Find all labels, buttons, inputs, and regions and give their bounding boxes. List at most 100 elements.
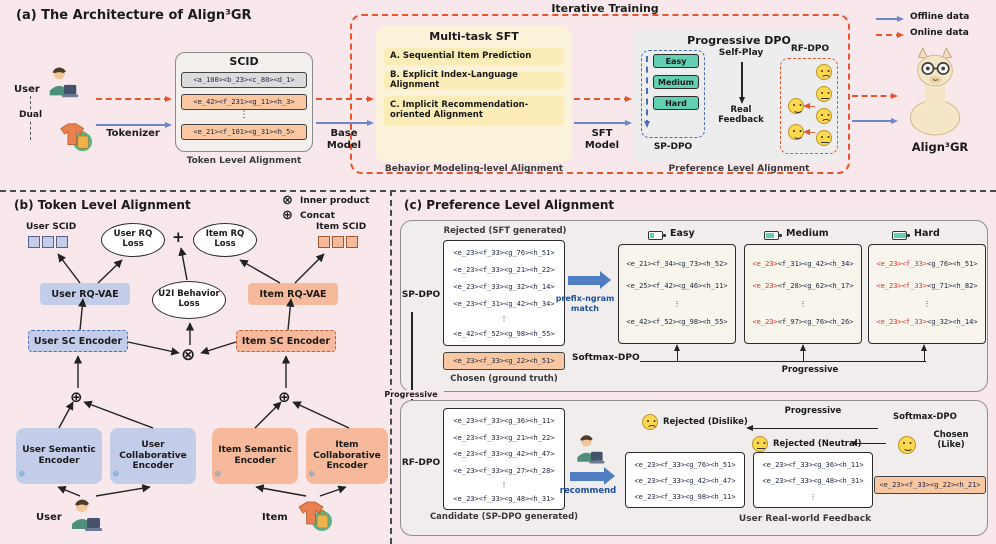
progressive-line: [640, 361, 926, 362]
token-row: <e_23><f_31><g_42><h_34>: [453, 300, 555, 308]
level-medium: Medium: [653, 75, 699, 89]
rejected-token-box: <e_23><f_33><g_76><h_51> <e_23><f_33><g_…: [443, 240, 565, 346]
self-play-label: Self-Play: [718, 48, 764, 58]
item-rq-vae: Item RQ-VAE: [248, 283, 338, 305]
neutral-face-icon: [752, 436, 768, 452]
scid-token: <e_21><f_101><g_31><h_5>: [181, 124, 307, 140]
item-scid-token-square: [318, 236, 330, 248]
token-rest: <e_25><f_42><g_46><h_11>: [626, 282, 728, 290]
dislike-face-icon: [642, 414, 658, 430]
user-rq-loss: User RQ Loss: [101, 223, 165, 257]
token-rest: <e_42><f_52><g_98><h_55>: [626, 318, 728, 326]
recommender-person-icon: [572, 432, 608, 472]
legend-offline-label: Offline data: [910, 12, 970, 22]
token-red: <e_23><f_33>: [876, 260, 927, 268]
item-rq-loss: Item RQ Loss: [193, 223, 257, 257]
recommend-arrow: [570, 467, 615, 485]
panel-b-title: (b) Token Level Alignment: [14, 198, 191, 212]
token-red: <e_23><f_33>: [876, 282, 927, 290]
happy-face-icon: [788, 124, 804, 140]
dual-label: Dual: [17, 110, 45, 120]
user-sc-encoder: User SC Encoder: [28, 330, 128, 352]
token-rest: <g_71><h_82>: [927, 282, 978, 290]
vertical-divider: [390, 190, 392, 544]
token-ellipsis: ⋮: [500, 315, 508, 323]
prefix-ngram-match-label: prefix-ngram match: [555, 294, 615, 313]
offline-flow-arrow-1: [96, 121, 172, 128]
item-sc-encoder: Item SC Encoder: [236, 330, 336, 352]
item-semantic-encoder: Item Semantic Encoder: [212, 428, 298, 484]
horizontal-divider: [0, 190, 996, 192]
level-easy: Easy: [653, 54, 699, 68]
frozen-icon: ❄: [214, 470, 222, 480]
frozen-icon: ❄: [18, 470, 26, 480]
token-red: <e_23><f_33>: [876, 318, 927, 326]
llama-icon: [898, 46, 972, 140]
frozen-icon: ❄: [308, 470, 316, 480]
token-row: <e_23><f_33><g_42><h_47>: [634, 477, 736, 485]
feedback-mini-arrow: [803, 128, 815, 135]
sft-title: Multi-task SFT: [429, 30, 519, 43]
prefix-match-arrow: [568, 271, 611, 289]
token-row: <e_23><f_33><g_98><h_11>: [634, 493, 736, 501]
token-row: <e_23><f_33><g_76><h_51>: [453, 249, 555, 257]
progressive-label-top: Progressive: [781, 365, 839, 375]
token-row: <e_23><f_33><g_27><h_28>: [453, 466, 555, 475]
user-scid-token-square: [28, 236, 40, 248]
online-arrow-icon: [876, 31, 904, 38]
neutral-face-icon: [816, 86, 832, 102]
difficulty-battery-icon: [648, 231, 666, 240]
sft-model-label: SFT Model: [584, 128, 620, 151]
token-row: <e_23><f_33><g_36><h_11>: [453, 417, 555, 425]
dislike-token-box: <e_23><f_33><g_76><h_51> <e_23><f_33><g_…: [625, 452, 745, 508]
easy-token-box: <e_21><f_34><g_73><h_52> <e_25><f_42><g_…: [618, 244, 736, 344]
rejected-dislike-label: Rejected (Dislike): [663, 417, 748, 427]
token-row: <e_23><f_33><g_36><h_11>: [762, 461, 864, 469]
iterative-training-label: Iterative Training: [551, 2, 659, 15]
medium-token-box: <e_23><f_31><g_42><h_34> <e_23><f_28><g_…: [744, 244, 862, 344]
sp-dpo-box: [641, 50, 705, 138]
scid-ellipsis: ⋮: [239, 110, 249, 120]
neutral-token-box: <e_23><f_33><g_36><h_11> <e_23><f_33><g_…: [753, 452, 873, 508]
user-label: User: [14, 84, 40, 95]
base-model-label: Base Model: [326, 128, 362, 151]
hard-label: Hard: [914, 228, 940, 239]
user-icon: [44, 64, 82, 106]
medium-label: Medium: [786, 228, 829, 239]
sad-face-icon: [816, 64, 832, 80]
token-ellipsis: ⋮: [799, 300, 807, 308]
token-row: <e_23><f_33><g_21><h_22>: [453, 433, 555, 442]
sft-box: [376, 26, 572, 162]
progressive-left-arrow: [746, 424, 878, 431]
token-red: <e_23>: [752, 318, 778, 326]
inner-product-legend: Inner product: [300, 196, 370, 206]
scid-title: SCID: [229, 55, 259, 68]
legend-online-label: Online data: [910, 28, 969, 38]
concat-node-item: ⊕: [278, 388, 291, 406]
iterative-training-box: [350, 14, 850, 174]
user-semantic-encoder: User Semantic Encoder: [16, 428, 102, 484]
token-level-alignment-caption: Token Level Alignment: [186, 156, 302, 166]
difficulty-battery-icon: [892, 231, 910, 240]
chosen-ground-truth-label: Chosen (ground truth): [450, 374, 558, 384]
panel-b-connectors: [57, 247, 350, 497]
token-row: <e_42><f_52><g_98><h_55>: [453, 330, 555, 338]
token-rest: <g_32><h_14>: [927, 318, 978, 326]
item-scid-token-square: [346, 236, 358, 248]
u2i-behavior-loss: U2I Behavior Loss: [152, 281, 226, 319]
softmax-left-arrow: [850, 439, 886, 446]
token-row: <e_23><f_33><g_32><h_14>: [453, 283, 555, 291]
item-footer-label: Item: [262, 512, 288, 523]
token-rest: <g_76><h_51>: [927, 260, 978, 268]
user-footer-icon: [66, 496, 106, 540]
feedback-mini-arrow: [803, 102, 815, 109]
curriculum-arrow-icon: [643, 56, 650, 128]
rf-dpo-box: [780, 58, 838, 154]
token-row: <e_23><f_33><g_21><h_22>: [453, 266, 555, 274]
inner-product-node: ⊗: [181, 345, 196, 365]
item-collaborative-encoder: Item Collaborative Encoder: [306, 428, 388, 484]
chosen-token-pill: <e_23><f_33><g_22><h_51>: [443, 352, 565, 370]
token-rest: <f_28><g_62><h_17>: [777, 282, 854, 290]
softmax-dpo-label-top: Softmax-DPO: [572, 353, 640, 363]
